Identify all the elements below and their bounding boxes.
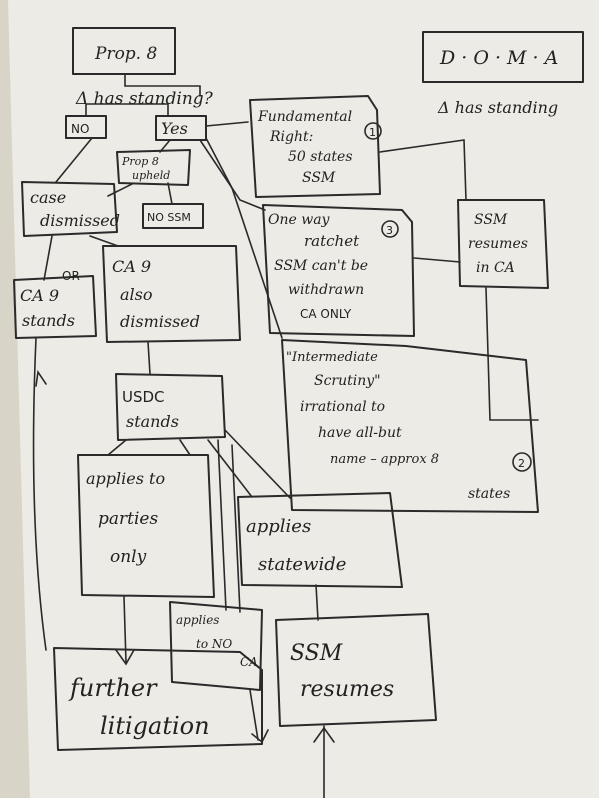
intermediate-line-6: states — [468, 486, 510, 502]
case-dismissed-box — [21, 181, 118, 237]
prop8-upheld-line-2: upheld — [132, 169, 170, 182]
fundamental-right-line-1: Fundamental — [257, 109, 352, 125]
usdc-stands-line-2: stands — [126, 412, 179, 431]
intermediate-scrutiny-box — [281, 339, 539, 513]
prop8-upheld-line-1: Prop 8 — [121, 155, 159, 168]
ca9-also-dismissed-box — [102, 245, 241, 343]
ssm-resumes-in-ca-line-3: in CA — [476, 260, 515, 276]
ssm-resumes-line-1: SSM — [290, 641, 343, 666]
applies-to-no-ca-line-2: to NO — [196, 637, 232, 651]
prop8-question-label: Δ has standing? — [75, 89, 214, 109]
intermediate-line-5: name – approx 8 — [330, 452, 439, 467]
one-way-ratchet-number: 3 — [386, 224, 393, 237]
applies-to-no-ca-box — [169, 601, 263, 691]
one-way-ratchet-number-circle — [381, 220, 399, 238]
fundamental-right-box — [249, 95, 381, 198]
further-litigation-line-1: further — [68, 674, 158, 702]
case-dismissed-line-2: dismissed — [40, 211, 120, 230]
prop8-upheld-box — [116, 149, 191, 186]
applies-parties-line-2: parties — [98, 509, 158, 529]
yes-box — [155, 115, 207, 141]
further-litigation-box — [53, 647, 263, 751]
one-way-ratchet-line-1: One way — [268, 212, 331, 228]
doma-question-label: Δ has standing — [437, 98, 558, 117]
ssm-resumes-box — [275, 613, 437, 727]
one-way-ratchet-line-4: withdrawn — [288, 282, 364, 298]
intermediate-line-1: "Intermediate — [286, 350, 378, 365]
ssm-resumes-in-ca-box — [457, 199, 549, 289]
further-litigation-line-2: litigation — [100, 712, 210, 740]
ssm-resumes-in-ca-line-2: resumes — [468, 236, 528, 252]
ca9-stands-line-2: stands — [22, 311, 75, 330]
yes-label: Yes — [161, 119, 188, 138]
ca9-also-line-2: also — [120, 285, 153, 304]
fundamental-right-line-2: Right: — [269, 129, 313, 145]
ca9-also-line-1: CA 9 — [112, 257, 151, 276]
no-label: NO — [71, 122, 89, 136]
doma-box — [422, 31, 584, 83]
intermediate-number: 2 — [518, 457, 525, 470]
ssm-resumes-line-2: resumes — [300, 677, 394, 702]
fundamental-right-number: 1 — [369, 126, 376, 139]
intermediate-number-circle — [512, 452, 532, 472]
ca9-stands-box — [13, 275, 97, 339]
one-way-ratchet-line-2: ratchet — [304, 232, 360, 250]
ca9-also-line-3: dismissed — [120, 312, 200, 331]
intermediate-line-2: Scrutiny" — [314, 373, 381, 389]
case-dismissed-line-1: case — [30, 188, 66, 207]
intermediate-line-4: have all-but — [318, 425, 402, 441]
applies-to-no-ca-line-1: applies — [176, 613, 219, 627]
fundamental-right-line-3: 50 states — [288, 149, 353, 165]
one-way-ratchet-line-3: SSM can't be — [274, 258, 368, 274]
ca9-stands-line-1: CA 9 — [20, 286, 59, 305]
doma-label: D · O · M · A — [439, 47, 558, 69]
prop8-label: Prop. 8 — [94, 44, 157, 64]
paper-sheet — [8, 0, 599, 798]
one-way-ratchet-box — [262, 204, 415, 337]
no-ssm-label: NO SSM — [147, 211, 191, 224]
applies-statewide-line-1: applies — [246, 516, 311, 537]
ssm-resumes-in-ca-line-1: SSM — [474, 212, 508, 228]
applies-to-no-ca-line-3: CA — [240, 655, 258, 669]
fundamental-right-line-4: SSM — [302, 170, 336, 186]
applies-parties-box — [77, 454, 215, 598]
applies-statewide-box — [237, 492, 403, 588]
connector-lines — [32, 73, 539, 798]
applies-parties-line-3: only — [110, 547, 147, 567]
applies-parties-line-1: applies to — [86, 469, 165, 488]
one-way-ratchet-line-5: CA ONLY — [300, 307, 352, 321]
usdc-stands-box — [115, 373, 226, 441]
no-ssm-box — [142, 203, 204, 229]
prop8-box — [72, 27, 176, 75]
intermediate-line-3: irrational to — [300, 399, 385, 415]
fundamental-right-number-circle — [364, 122, 382, 140]
applies-statewide-line-2: statewide — [258, 554, 346, 575]
or-label: OR — [62, 269, 80, 283]
usdc-stands-line-1: USDC — [122, 388, 165, 406]
